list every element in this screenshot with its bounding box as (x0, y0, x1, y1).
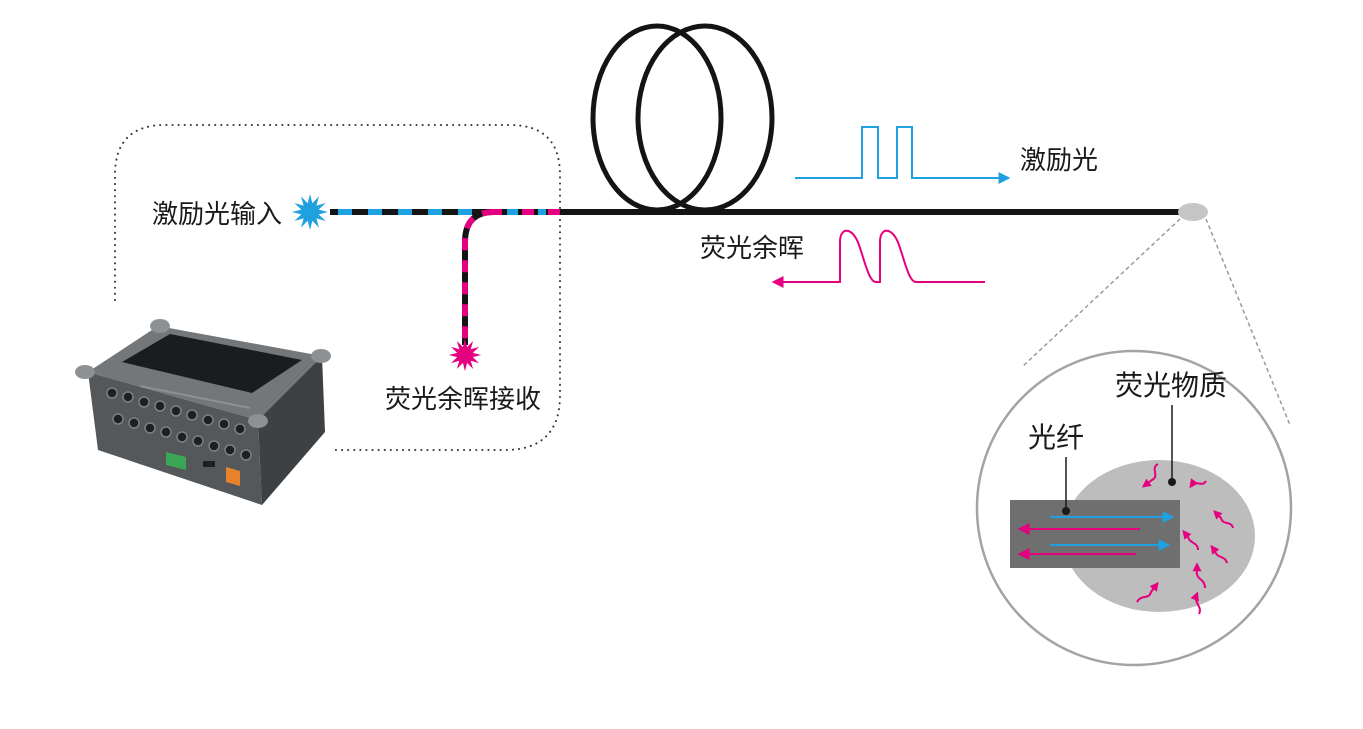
device-ear (150, 319, 170, 333)
starburst-icon-afterglow (448, 338, 482, 372)
connector (138, 396, 150, 408)
label-excitation-light: 激励光 (1020, 146, 1098, 176)
connector (234, 423, 246, 435)
connector (170, 405, 182, 417)
zoom-guide-line (1021, 218, 1181, 368)
device-ear (311, 349, 331, 363)
label-afterglow-receive: 荧光余晖接收 (385, 385, 541, 415)
dotted-enclosure (114, 124, 561, 451)
starburst-icon-excitation (292, 194, 328, 230)
connector (106, 387, 118, 399)
label-fiber: 光纤 (1028, 421, 1084, 454)
emission-squiggle (1192, 562, 1206, 589)
device-ear (75, 365, 95, 379)
device-screen (122, 334, 302, 393)
emission-squiggle (1141, 463, 1159, 488)
label-fluorescent-material: 荧光物质 (1115, 369, 1227, 402)
connector (112, 413, 124, 425)
connector (144, 422, 156, 434)
emission-squiggle (1189, 478, 1207, 489)
device-front-face (88, 372, 262, 505)
emission-squiggle (1213, 510, 1234, 529)
usb-port (203, 461, 215, 467)
connector (202, 414, 214, 426)
fiber-branch (462, 209, 495, 345)
emission-squiggle (1182, 529, 1199, 551)
label-fluorescence-afterglow: 荧光余晖 (700, 234, 804, 264)
connector (160, 426, 172, 438)
terminal-block-orange (226, 467, 240, 486)
connector (208, 440, 220, 452)
emission-squiggle (1136, 581, 1159, 603)
fiber-core (1010, 500, 1180, 568)
connector (186, 409, 198, 421)
excitation-starburst-shape (292, 194, 328, 230)
afterglow-decay-signal (771, 229, 985, 288)
device-ear (248, 414, 268, 428)
connector (224, 444, 236, 456)
connector (154, 400, 166, 412)
afterglow-path-dashes (462, 209, 495, 345)
fiber-probe-tip (1178, 203, 1208, 221)
connector (176, 431, 188, 443)
terminal-block-green (166, 452, 186, 470)
excitation-pulse-signal (795, 126, 1011, 184)
afterglow-starburst-shape (448, 338, 482, 372)
material-leader-dot (1168, 478, 1176, 486)
emission-squiggle (1210, 544, 1228, 564)
connector (240, 449, 252, 461)
connector (128, 417, 140, 429)
probe-detail-zoom: 光纤 荧光物质 (975, 349, 1293, 667)
fiber-coil-loop (635, 23, 775, 213)
connector (192, 435, 204, 447)
connector (122, 391, 134, 403)
device-label-strip (139, 385, 251, 409)
emission-squiggle (1190, 591, 1201, 615)
device-right-face (258, 356, 325, 505)
label-excitation-input: 激励光输入 (152, 200, 282, 230)
measurement-device-icon (75, 319, 331, 505)
zoom-guide-line (1205, 218, 1291, 426)
connector (218, 418, 230, 430)
fiber-coil-loop (590, 23, 724, 213)
emission-squiggles (1136, 463, 1234, 615)
connector-row (106, 387, 252, 461)
fiber-leader-dot (1062, 507, 1070, 515)
